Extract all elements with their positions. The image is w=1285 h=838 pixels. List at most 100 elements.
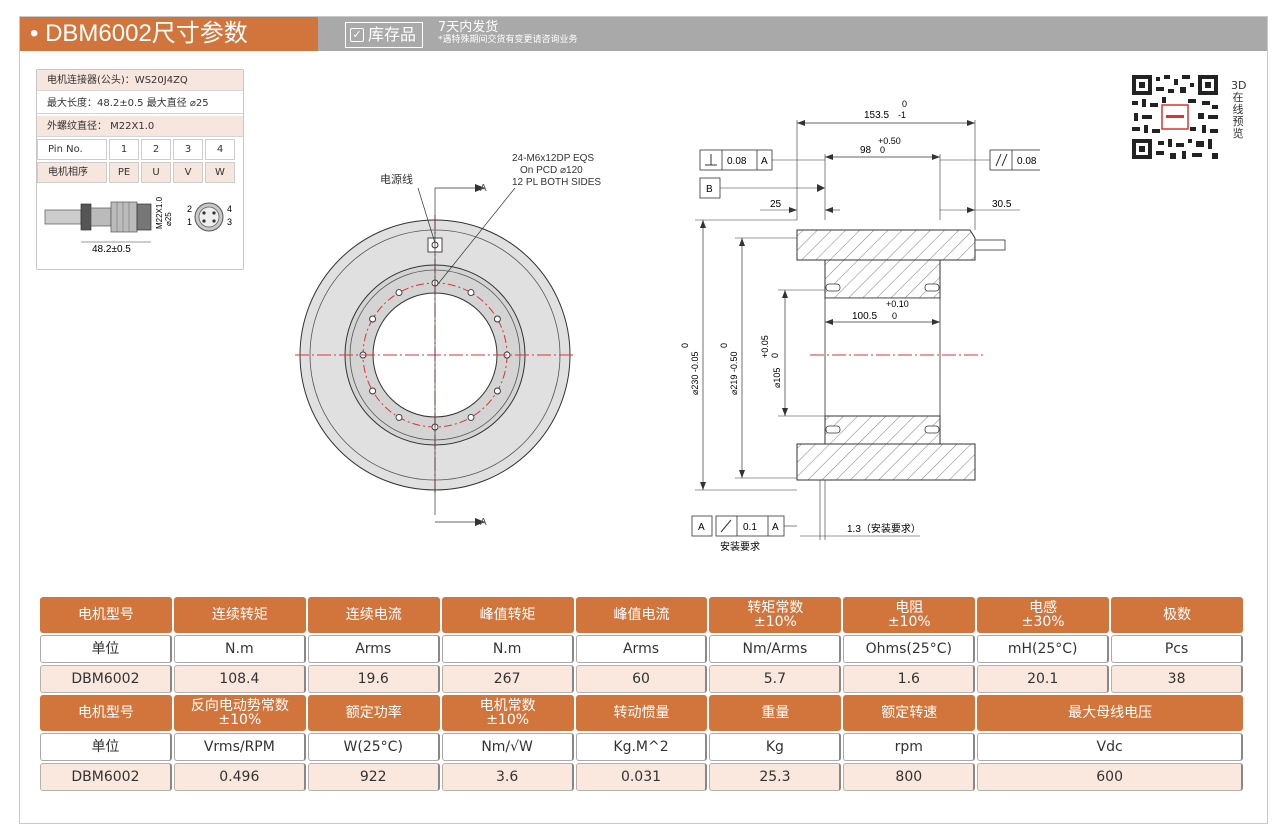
header-cell: 连续电流 [307,597,440,633]
header-cell: 电感±30% [977,597,1110,633]
table-cell: 20.1 [977,665,1110,693]
pin-cell: 2 [141,139,171,160]
header-cell: 峰值转矩 [441,597,574,633]
par-value: 0.08 [1017,156,1037,167]
table-cell: 0.031 [575,763,708,791]
hole-note-1: 24-M6x12DP EQS [512,153,594,164]
table-cell: 单位 [40,733,172,761]
dim-25: 25 [770,199,782,210]
section-view: 153.5 0 -1 98 +0.50 0 0.08 A 0.08 B B 25 [680,99,1040,553]
perp-value: 0.08 [727,156,747,167]
table-cell: 60 [575,665,708,693]
dim-30-5: 30.5 [992,199,1012,210]
power-cable-label: 电源线 [380,172,413,186]
qr-code-icon[interactable] [1132,75,1218,159]
dia-105-up: +0.05 [760,335,770,358]
header-cell: 额定功率 [307,695,440,731]
table-cell: rpm [843,733,976,761]
table-cell: 38 [1111,665,1244,693]
plug-dia-label: ⌀25 [164,212,173,226]
table-header-row: 电机型号 反向电动势常数±10% 额定功率 电机常数±10% 转动惯量 重量 额… [40,695,1245,731]
dim-98-tol-dn: 0 [880,145,885,155]
table-cell: 3.6 [441,763,574,791]
page-frame [19,16,1268,824]
stock-badge: ✓ 库存品 [345,22,424,48]
table-row: DBM6002 0.496 922 3.6 0.031 25.3 800 600 [40,763,1245,791]
table-cell: 5.7 [709,665,842,693]
table-cell: DBM6002 [40,763,172,791]
connector-length: 最大长度：48.2±0.5 最大直径 ⌀25 [37,93,243,114]
table-row: DBM6002 108.4 19.6 267 60 5.7 1.6 20.1 3… [40,665,1245,693]
install-req: 安装要求 [720,540,760,553]
dim-1-3: 1.3（安装要求） [847,522,921,535]
header-cell: 电机常数±10% [441,695,574,731]
table-cell: DBM6002 [40,665,172,693]
table-row: 单位 Vrms/RPM W(25°C) Nm/√W Kg.M^2 Kg rpm … [40,733,1245,761]
table-cell: W(25°C) [307,733,440,761]
header-cell: 转动惯量 [575,695,708,731]
dia-219-up: 0 [719,343,729,348]
check-icon: ✓ [350,28,364,42]
table-cell: 922 [307,763,440,791]
pin-header: Pin No. [37,139,107,160]
section-a-label: A [480,183,487,194]
connector-model: 电机连接器(公头)：WS20J4ZQ [37,70,243,91]
phase-cell: V [173,162,203,183]
dia-230: ⌀230 -0.05 [690,352,700,395]
connector-spec-card: 电机连接器(公头)：WS20J4ZQ 最大长度：48.2±0.5 最大直径 ⌀2… [36,69,244,270]
pin-label: 2 [187,204,192,214]
dia-105-dn: 0 [770,353,780,358]
stock-label: 库存品 [368,25,417,44]
table-cell: 600 [977,763,1244,791]
header-cell: 反向电动势常数±10% [173,695,306,731]
table-cell: Vrms/RPM [173,733,306,761]
hole-note-3: 12 PL BOTH SIDES [512,177,601,188]
plug-length-label: 48.2±0.5 [92,244,131,255]
spec-table: 电机型号 连续转矩 连续电流 峰值转矩 峰值电流 转矩常数±10% 电阻±10%… [40,597,1245,793]
pin-cell: 3 [173,139,203,160]
hole-note-2: On PCD ⌀120 [520,165,583,176]
table-header-row: 电机型号 连续转矩 连续电流 峰值转矩 峰值电流 转矩常数±10% 电阻±10%… [40,597,1245,633]
phase-header: 电机相序 [37,162,107,183]
dim-98-tol-up: +0.50 [878,136,901,146]
dim-100-5: 100.5 [852,311,877,322]
phase-cell: U [141,162,171,183]
header-cell: 转矩常数±10% [709,597,842,633]
table-cell: Nm/√W [441,733,574,761]
header-cell: 电阻±10% [843,597,976,633]
phase-cell: PE [109,162,139,183]
phase-cell: W [205,162,235,183]
front-view: A A 电源线 24-M6x12DP EQS On PCD ⌀120 12 PL… [295,153,601,528]
page-title: • DBM6002尺寸参数 [20,17,318,51]
runout-ref: A [772,522,779,533]
section-a-label: A [480,517,487,528]
ship-main: 7天内发货 [438,20,499,35]
plug-thread-label: M22X1.0 [155,196,164,229]
dim-100-5-tol-dn: 0 [892,311,897,321]
ship-note: *遇特殊期间交货有变更请咨询业务 [438,35,578,45]
datum-a: A [698,522,705,533]
table-cell: 0.496 [173,763,306,791]
table-cell: Nm/Arms [709,635,842,663]
connector-plug-drawing: M22X1.0 ⌀25 48.2±0.5 2 1 4 3 [44,196,232,255]
datum-b: B [706,184,713,195]
dia-219: ⌀219 -0.50 [729,352,739,395]
dim-total: 153.5 [864,110,889,121]
dim-98: 98 [860,145,872,156]
table-cell: 108.4 [173,665,306,693]
table-cell: Ohms(25°C) [843,635,976,663]
pin-label: 3 [227,217,232,227]
perp-ref: A [761,156,768,167]
table-cell: N.m [441,635,574,663]
table-cell: Kg.M^2 [575,733,708,761]
header-cell: 连续转矩 [173,597,306,633]
connector-thread: 外螺纹直径： M22X1.0 [37,116,243,137]
table-row: 单位 N.m Arms N.m Arms Nm/Arms Ohms(25°C) … [40,635,1245,663]
pin-cell: 1 [109,139,139,160]
header-cell: 电机型号 [40,597,172,633]
technical-drawing: A A 电源线 24-M6x12DP EQS On PCD ⌀120 12 PL… [295,99,1040,553]
header-cell: 峰值电流 [575,597,708,633]
header-cell: 极数 [1111,597,1244,633]
runout-value: 0.1 [743,522,757,533]
table-cell: 267 [441,665,574,693]
